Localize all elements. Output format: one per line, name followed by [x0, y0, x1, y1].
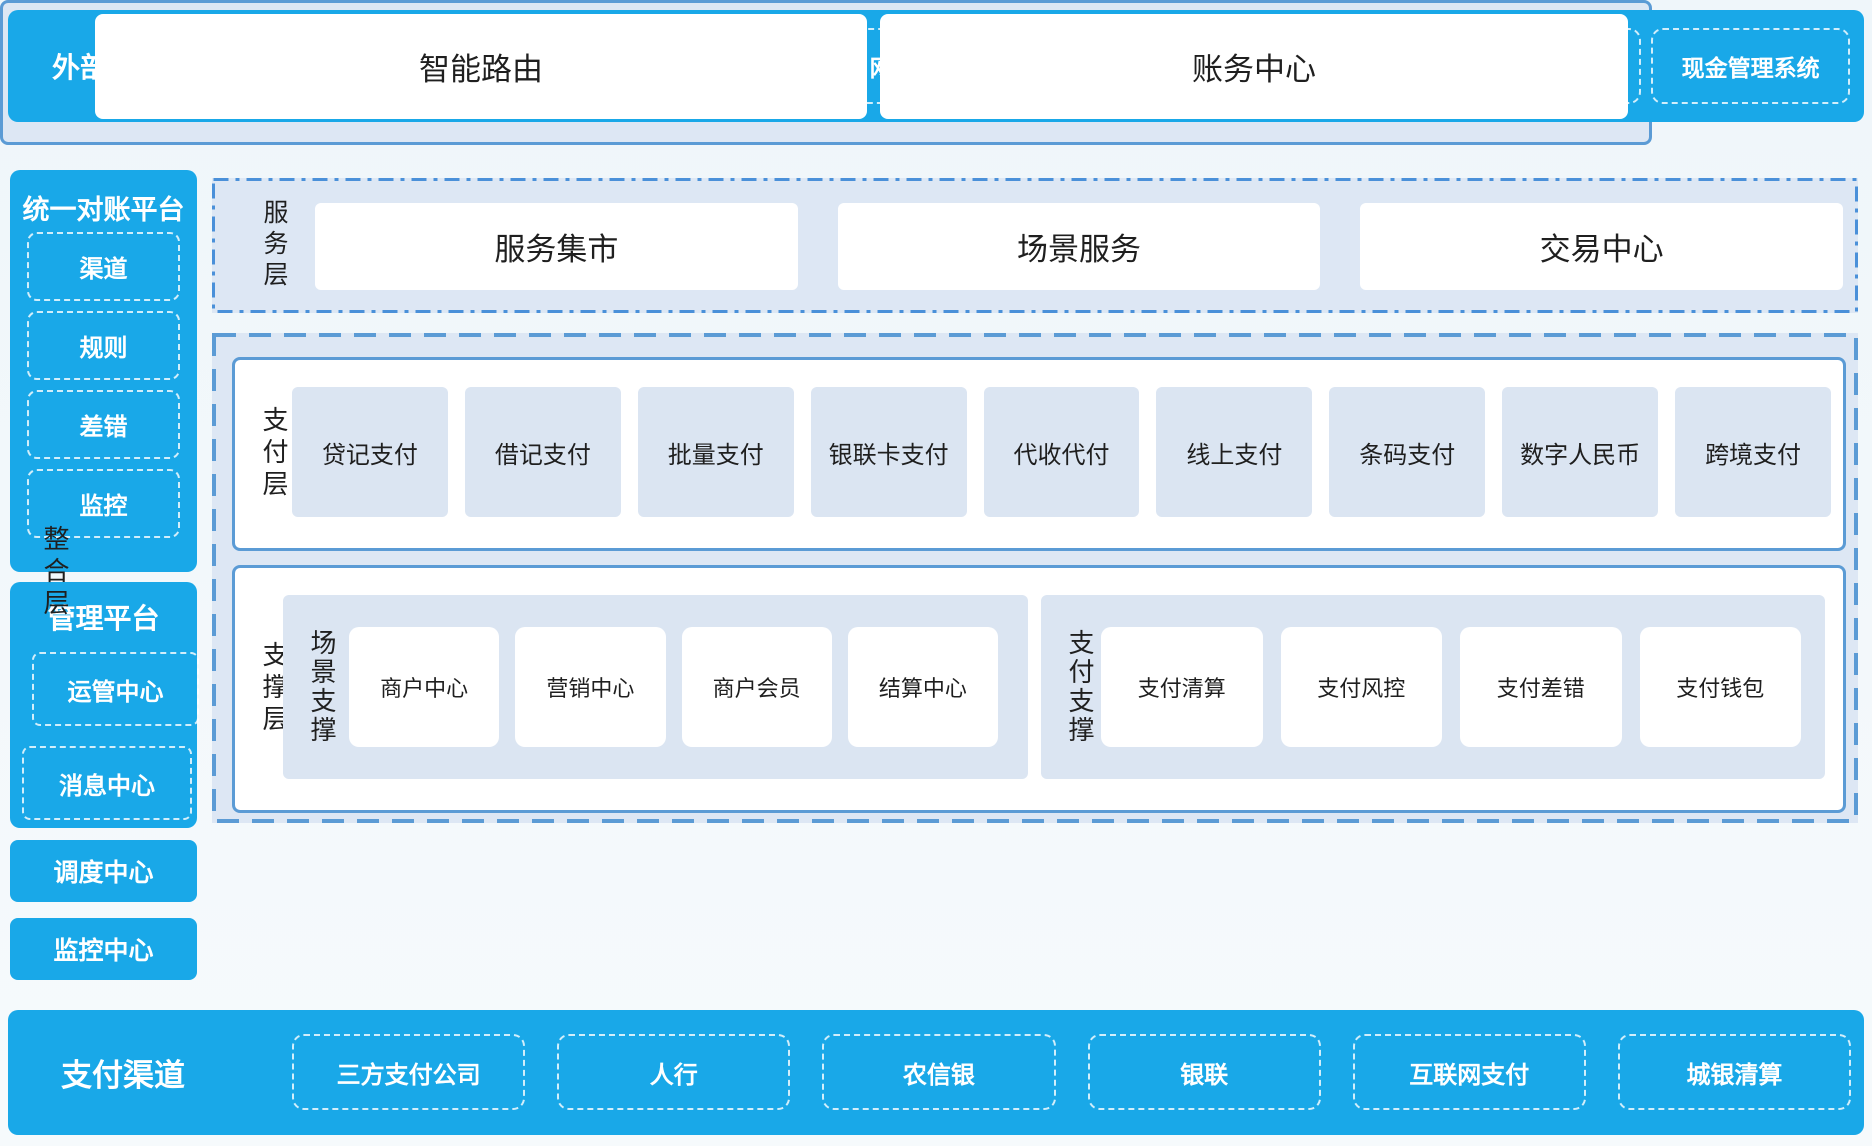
reconciliation-platform-block: 统一对账平台 渠道 规则 差错 监控 — [10, 170, 197, 572]
payment-item: 批量支付 — [637, 387, 794, 517]
reconciliation-item: 渠道 — [27, 232, 180, 301]
payment-support-label: 支付支撑 — [1065, 629, 1095, 745]
payment-support-item: 支付清算 — [1101, 627, 1263, 747]
management-platform-block: 管理平台 运管中心 消息中心 — [10, 582, 199, 828]
payment-item: 银联卡支付 — [810, 387, 967, 517]
payment-item: 数字人民币 — [1502, 387, 1659, 517]
scene-support-item: 商户会员 — [681, 627, 832, 747]
payment-channel-item: 银联 — [1087, 1034, 1321, 1110]
service-item: 服务集市 — [315, 203, 798, 290]
payment-support-item: 支付钱包 — [1639, 627, 1801, 747]
payment-channel-item: 三方支付公司 — [292, 1034, 526, 1110]
payment-layer-label: 支付层 — [259, 406, 289, 502]
payment-support-item: 支付差错 — [1460, 627, 1622, 747]
payment-item: 贷记支付 — [292, 387, 448, 517]
scene-support-label: 场景支撑 — [307, 629, 337, 745]
payment-item: 跨境支付 — [1675, 387, 1832, 517]
payment-channel-item: 农信银 — [822, 1034, 1056, 1110]
core-layers-panel: 支付层 贷记支付 借记支付 批量支付 银联卡支付 代收代付 线上支付 条码支付 … — [212, 333, 1858, 823]
reconciliation-item: 监控 — [27, 469, 180, 538]
payment-layer-box: 支付层 贷记支付 借记支付 批量支付 银联卡支付 代收代付 线上支付 条码支付 … — [232, 357, 1846, 551]
payment-item: 线上支付 — [1156, 387, 1313, 517]
payment-support-group: 支付支撑 支付清算 支付风控 支付差错 支付钱包 — [1041, 595, 1825, 779]
payment-channels-title: 支付渠道 — [61, 1058, 185, 1093]
payment-layer-items: 贷记支付 借记支付 批量支付 银联卡支付 代收代付 线上支付 条码支付 数字人民… — [292, 387, 1832, 517]
scene-support-item: 结算中心 — [847, 627, 998, 747]
scene-support-item: 商户中心 — [349, 627, 500, 747]
payment-channel-item: 城银清算 — [1617, 1034, 1852, 1110]
service-layer-label: 服务层 — [260, 199, 288, 292]
payment-item: 条码支付 — [1329, 387, 1486, 517]
payment-support-items: 支付清算 支付风控 支付差错 支付钱包 — [1101, 627, 1801, 747]
reconciliation-platform-title: 统一对账平台 — [22, 195, 185, 225]
service-layer-items: 服务集市 场景服务 交易中心 — [315, 203, 1844, 290]
service-item: 场景服务 — [837, 203, 1321, 290]
payment-channels-items: 三方支付公司 人行 农信银 银联 互联网支付 城银清算 — [292, 1034, 1852, 1110]
scene-support-item: 营销中心 — [515, 627, 666, 747]
support-layer-box: 支撑层 场景支撑 商户中心 营销中心 商户会员 结算中心 支付支撑 支付清算 — [232, 565, 1846, 813]
management-item: 消息中心 — [22, 746, 192, 820]
management-platform-title: 管理平台 — [47, 603, 160, 634]
integration-layer-label: 整合层 — [40, 525, 70, 621]
service-layer-panel: 服务层 服务集市 场景服务 交易中心 — [212, 178, 1858, 313]
reconciliation-item: 差错 — [27, 390, 180, 459]
scene-support-group: 场景支撑 商户中心 营销中心 商户会员 结算中心 — [283, 595, 1028, 779]
payment-item: 借记支付 — [464, 387, 621, 517]
payment-channels-bar: 支付渠道 三方支付公司 人行 农信银 银联 互联网支付 城银清算 — [8, 1010, 1864, 1135]
monitoring-center-block: 监控中心 — [10, 918, 197, 980]
payment-channel-item: 人行 — [557, 1034, 791, 1110]
integration-layer-panel: 整合层 智能路由 账务中心 — [0, 0, 1652, 621]
scene-support-items: 商户中心 营销中心 商户会员 结算中心 — [349, 627, 998, 747]
payment-channel-item: 互联网支付 — [1352, 1034, 1586, 1110]
payment-item: 代收代付 — [983, 387, 1140, 517]
service-item: 交易中心 — [1360, 203, 1844, 290]
dispatch-center-block: 调度中心 — [10, 840, 197, 902]
reconciliation-item: 规则 — [27, 311, 180, 380]
payment-support-item: 支付风控 — [1280, 627, 1442, 747]
external-system-item: 现金管理系统 — [1651, 28, 1850, 104]
integration-item: 智能路由 — [95, 14, 867, 119]
management-item: 运管中心 — [32, 652, 199, 726]
integration-item: 账务中心 — [880, 14, 1628, 119]
